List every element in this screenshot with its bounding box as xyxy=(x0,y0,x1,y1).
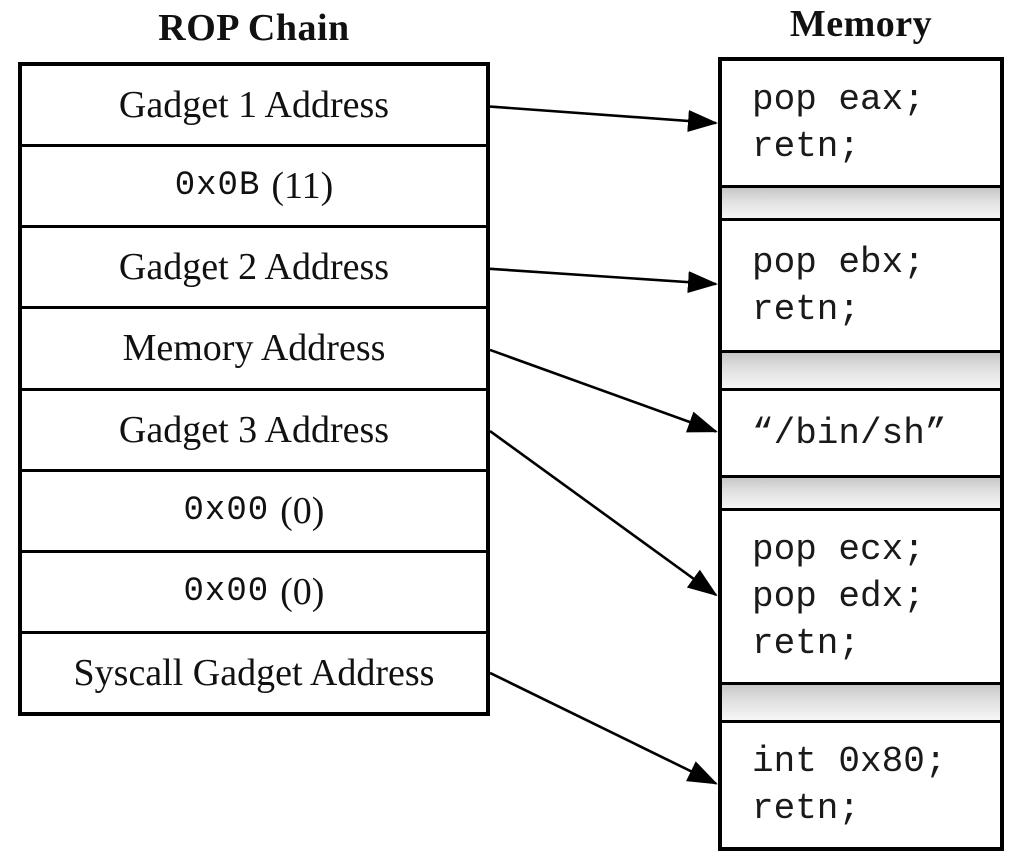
code-line: retn; xyxy=(752,126,861,167)
rop-row-decimal-value: (0) xyxy=(280,570,325,613)
rop-row-decimal-value: (11) xyxy=(271,165,334,208)
rop-chain-box: Gadget 1 Address 0x0B (11) Gadget 2 Addr… xyxy=(18,62,490,716)
memory-title: Memory xyxy=(789,3,933,45)
code-line: pop ebx; xyxy=(752,241,925,283)
memory-section-pop-ecx-edx: pop ecx; pop edx; retn; xyxy=(722,508,1000,682)
rop-chain-title: ROP Chain xyxy=(158,7,350,49)
code-line: “/bin/sh” xyxy=(752,412,947,454)
memory-section-pop-ebx: pop ebx; retn; xyxy=(722,218,1000,350)
rop-row-arg-0x0b: 0x0B (11) xyxy=(22,147,486,229)
rop-row-gadget3: Gadget 3 Address xyxy=(22,391,486,472)
rop-row-label: Gadget 1 Address xyxy=(118,84,390,127)
rop-row-label: Gadget 2 Address xyxy=(118,246,390,289)
memory-gap-band xyxy=(722,475,1000,508)
rop-row-gadget2: Gadget 2 Address xyxy=(22,228,486,310)
rop-row-label: Syscall Gadget Address xyxy=(73,651,435,694)
memory-gap-band xyxy=(722,682,1000,720)
memory-box: pop eax; retn; pop ebx; retn; “/bin/sh” … xyxy=(718,57,1004,851)
code-line: retn; xyxy=(752,623,861,664)
code-line: pop ecx; xyxy=(752,529,925,570)
memory-gap-band xyxy=(722,185,1000,218)
code-line: pop edx; xyxy=(752,576,925,617)
rop-row-label: Gadget 3 Address xyxy=(118,408,390,451)
code-line: int 0x80; xyxy=(752,741,947,782)
code-line: retn; xyxy=(752,788,861,829)
rop-row-arg-0x00-a: 0x00 (0) xyxy=(22,472,486,553)
rop-row-gadget1: Gadget 1 Address xyxy=(22,66,486,148)
rop-row-hex-value: 0x0B xyxy=(174,167,261,206)
rop-row-hex-value: 0x00 xyxy=(183,572,270,611)
memory-section-int-0x80: int 0x80; retn; xyxy=(722,720,1000,847)
memory-section-pop-eax: pop eax; retn; xyxy=(722,61,1000,185)
rop-row-arg-0x00-b: 0x00 (0) xyxy=(22,553,486,634)
memory-section-binsh-string: “/bin/sh” xyxy=(722,388,1000,475)
code-line: retn; xyxy=(752,288,861,330)
memory-gap-band xyxy=(722,350,1000,388)
rop-row-label: Memory Address xyxy=(122,327,386,370)
rop-row-decimal-value: (0) xyxy=(280,489,325,532)
rop-row-hex-value: 0x00 xyxy=(183,491,270,530)
rop-row-memory-address: Memory Address xyxy=(22,309,486,391)
rop-row-syscall-gadget: Syscall Gadget Address xyxy=(22,634,486,712)
code-line: pop eax; xyxy=(752,79,925,120)
